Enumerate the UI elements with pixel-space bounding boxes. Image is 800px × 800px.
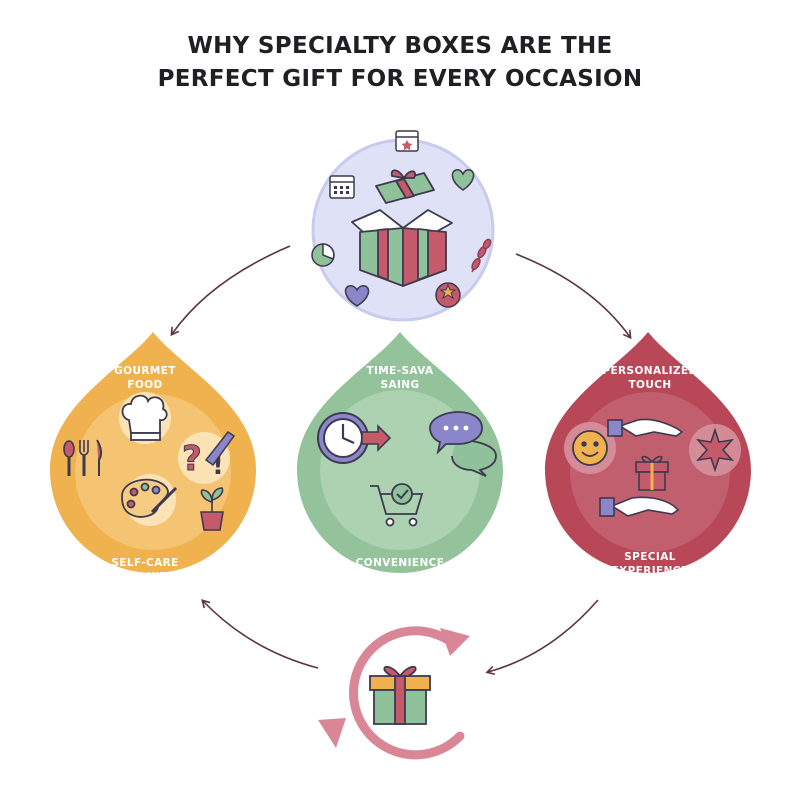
personalized-touch-drop: [545, 332, 751, 573]
personalized-touch-label: PERSONALIZED TOUCH: [590, 364, 710, 392]
hand-icon: [607, 418, 684, 437]
star-icon: [695, 427, 735, 473]
leaf-icon: [471, 238, 492, 273]
refresh-arrows-icon: [318, 626, 470, 760]
arrow-top-to-right: [515, 253, 632, 340]
star-icon: [435, 282, 461, 308]
calendar-icon: [395, 130, 419, 152]
time-saving-label-line-1: TIME-SAVA: [366, 365, 434, 377]
special-label-line-1: SPECIAL: [624, 551, 676, 563]
time-saving-drop: [297, 332, 503, 573]
heart-icon: [451, 169, 475, 191]
calendar-icon: [329, 175, 355, 199]
question-icon: ? !: [182, 430, 236, 481]
svg-text:!: !: [212, 451, 224, 481]
chat-icon: [429, 411, 497, 477]
special-label-line-2: EXPERIENCE: [611, 565, 689, 577]
cycle-arrows: [170, 245, 632, 676]
clock-icon: [317, 412, 392, 464]
title-line-1: WHY SPECIALTY BOXES ARE THE: [187, 33, 613, 59]
title-line-2: PERFECT GIFT FOR EVERY OCCASION: [157, 66, 643, 92]
page-title: WHY SPECIALTY BOXES ARE THE PERFECT GIFT…: [0, 30, 800, 96]
self-care-label-line-2: KITS KITS: [114, 571, 176, 583]
gourmet-food-drop: ? !: [50, 332, 256, 573]
svg-text:?: ?: [182, 439, 202, 479]
hand-icon: [599, 496, 680, 517]
self-care-kits-label: SELF-CARE KITS KITS: [95, 556, 195, 584]
arrow-bottom-to-left: [201, 599, 319, 669]
personalized-label-line-2: TOUCH: [628, 379, 672, 391]
heart-icon: [344, 285, 370, 307]
time-saving-label-line-2: SAING: [380, 379, 420, 391]
smiley-icon: [572, 430, 608, 466]
gourmet-food-label-line-2: FOOD: [127, 379, 163, 391]
arrow-top-to-left: [170, 245, 291, 337]
paint-palette-icon: [121, 478, 178, 518]
pie-chart-icon: [311, 243, 335, 267]
self-care-label-line-1: SELF-CARE: [111, 557, 179, 569]
special-experience-label: SPECIAL EXPERIENCE: [590, 550, 710, 578]
arrow-right-to-bottom: [485, 599, 599, 676]
personalized-label-line-1: PERSONALIZED: [602, 365, 698, 377]
gourmet-food-label: GOURMET FOOD: [100, 364, 190, 392]
time-saving-label: TIME-SAVA SAING: [345, 364, 455, 392]
gourmet-food-label-line-1: GOURMET: [114, 365, 176, 377]
convenience-label: CONVENIENCE: [355, 557, 445, 569]
cutlery-icon: [63, 439, 103, 476]
shopping-cart-icon: [370, 483, 424, 527]
chef-hat-icon: [121, 394, 168, 441]
gift-box-icon: [351, 169, 453, 287]
gift-icon: [635, 455, 669, 491]
gift-icon: [369, 665, 431, 725]
potted-plant-icon: [200, 487, 224, 531]
top-gift-circle: [311, 130, 495, 322]
